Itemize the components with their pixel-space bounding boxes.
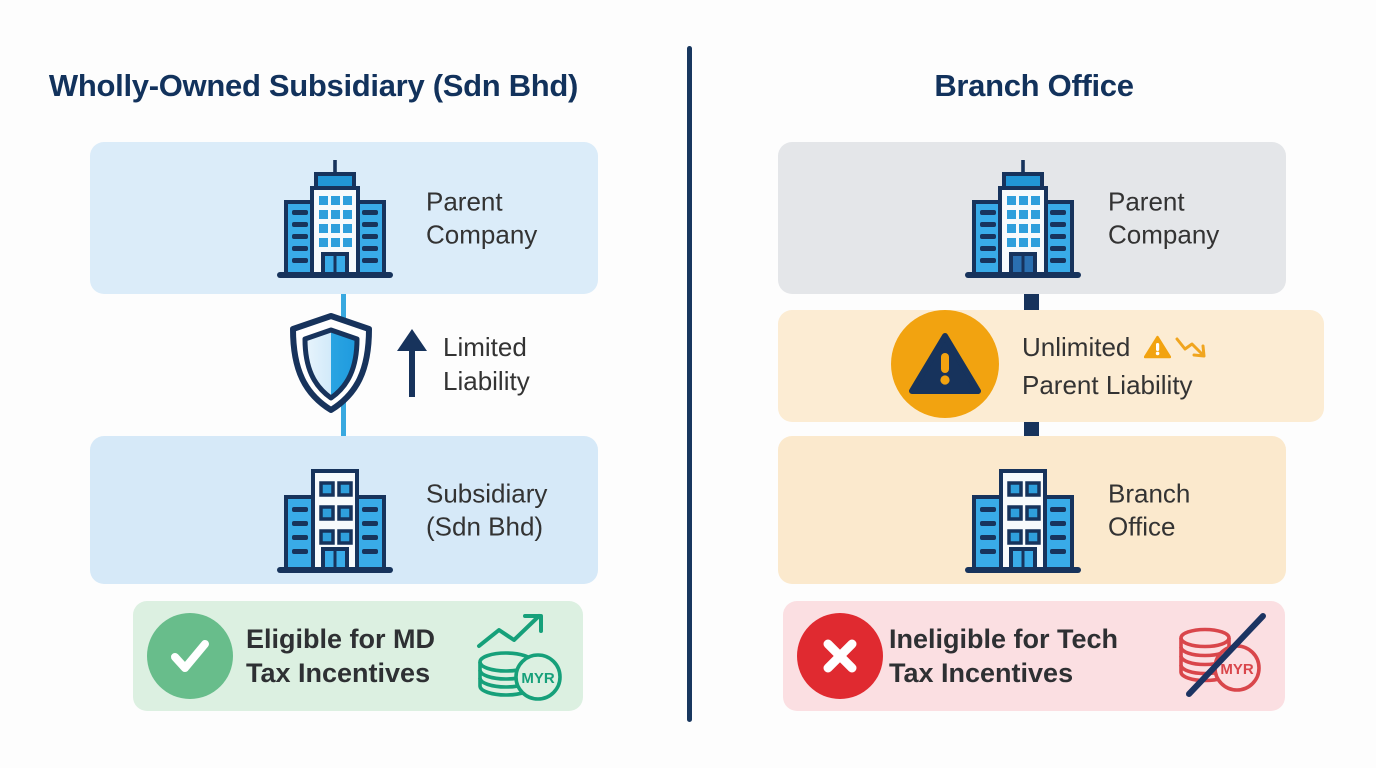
arrow-trend-down-icon	[1175, 334, 1207, 368]
left-liability-label: Limited Liability	[443, 332, 530, 396]
unlimited-liability-text: Unlimited	[1022, 330, 1207, 403]
shield-icon	[285, 312, 377, 419]
left-liability-row: Limited Liability	[285, 310, 605, 420]
left-eligibility-label: Eligible for MD Tax Incentives	[246, 623, 435, 688]
left-connector-upper	[341, 290, 346, 342]
left-parent-company-label: Parent Company	[426, 186, 538, 250]
unlimited-liability-line1: Unlimited	[1022, 332, 1131, 362]
left-eligibility-badge[interactable]: Eligible for MD Tax Incentives MYR	[133, 601, 583, 711]
right-eligibility-label: Ineligible for Tech Tax Incentives	[889, 623, 1119, 688]
warning-triangle-small-icon	[1143, 334, 1171, 368]
left-subsidiary-label-wrap: Subsidiary (Sdn Bhd)	[426, 478, 547, 543]
svg-text:MYR: MYR	[521, 670, 555, 687]
cross-icon	[797, 613, 883, 699]
office-building-icon	[265, 440, 405, 580]
left-subsidiary-card[interactable]: Subsidiary (Sdn Bhd)	[90, 436, 598, 584]
coins-up-trend-icon: MYR	[473, 610, 569, 702]
warning-triangle-icon	[891, 310, 999, 418]
right-parent-company-label: Parent Company	[1108, 186, 1220, 250]
right-parent-company-label-wrap: Parent Company	[1108, 186, 1219, 251]
center-divider	[687, 46, 692, 722]
right-parent-company-card[interactable]: Parent Company	[778, 142, 1286, 294]
right-column: Branch Office	[692, 0, 1376, 768]
right-column-title: Branch Office	[934, 68, 1134, 103]
left-column: Wholly-Owned Subsidiary (Sdn Bhd)	[0, 0, 687, 768]
right-branch-office-label: Branch Office	[1108, 478, 1191, 542]
left-parent-company-card[interactable]: Parent Company	[90, 142, 598, 294]
left-parent-company-label-wrap: Parent Company	[426, 186, 537, 251]
office-building-icon	[265, 148, 405, 288]
office-building-icon	[953, 440, 1093, 580]
inline-warning-icons	[1143, 334, 1207, 368]
office-building-icon	[953, 148, 1093, 288]
left-subsidiary-label: Subsidiary (Sdn Bhd)	[426, 478, 548, 542]
right-branch-office-label-wrap: Branch Office	[1108, 478, 1190, 543]
arrow-up-icon	[395, 327, 429, 404]
right-eligibility-badge[interactable]: Ineligible for Tech Tax Incentives MYR	[783, 601, 1285, 711]
left-column-title: Wholly-Owned Subsidiary (Sdn Bhd)	[48, 68, 579, 103]
left-connector-lower	[341, 390, 346, 442]
svg-text:MYR: MYR	[1220, 661, 1254, 678]
right-branch-office-card[interactable]: Branch Office	[778, 436, 1286, 584]
unlimited-liability-band[interactable]	[778, 310, 1324, 422]
coins-crossed-out-icon: MYR	[1175, 610, 1271, 702]
unlimited-liability-line2: Parent Liability	[1022, 370, 1193, 401]
check-icon	[147, 613, 233, 699]
